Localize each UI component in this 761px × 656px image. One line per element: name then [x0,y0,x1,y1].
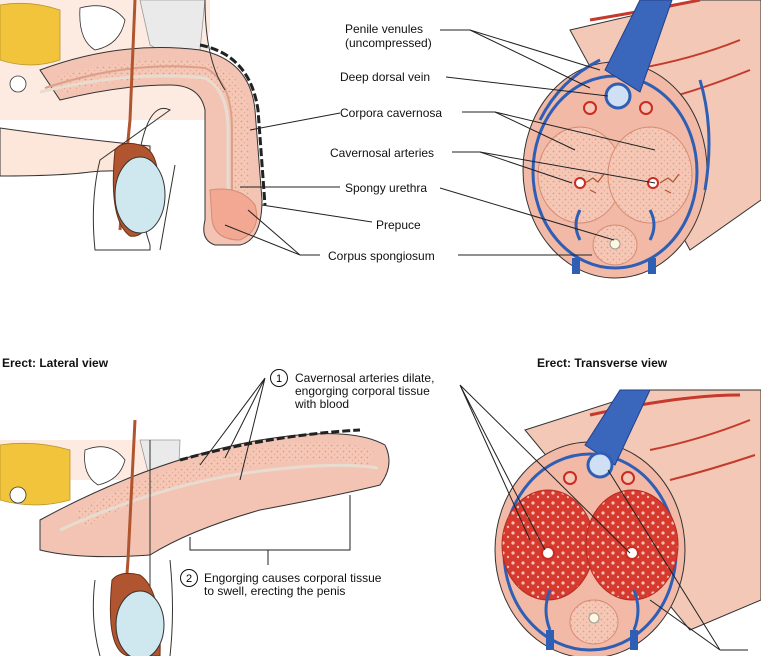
erect-lateral-view [0,377,390,656]
step-2-line1: Engorging causes corporal tissue [204,571,382,585]
erect-corpus-cavernosum-left [501,489,595,601]
flaccid-leader-lines [224,29,656,256]
heading-erect-lateral: Erect: Lateral view [2,356,109,370]
erect-transverse-view [459,384,761,656]
erect-testis [115,590,165,656]
label-prepuce: Prepuce [376,218,421,232]
deep-dorsal-vein [604,82,632,110]
step-1-line2: engorging corporal tissue [295,384,430,398]
step-2-text: Engorging causes corporal tissue to swel… [204,572,381,598]
flaccid-shaft [39,47,263,246]
step-2-line2: to swell, erecting the penis [204,584,346,598]
erect-deep-dorsal-vein [586,451,614,479]
label-penile-venules-line1: Penile venules [345,22,424,36]
testis [114,156,166,234]
pubic-fat [0,2,61,66]
swelling-bracket [189,495,351,551]
step-2-number: 2 [180,569,198,587]
label-penile-venules-line2: (uncompressed) [345,36,432,50]
step-1-line3: with blood [295,397,350,411]
label-corpora-cavernosa: Corpora cavernosa [340,106,443,120]
flaccid-transverse-view [522,0,761,279]
label-spongy-urethra: Spongy urethra [345,181,428,195]
label-penile-venules: Penile venules (uncompressed) [345,22,432,50]
label-deep-dorsal-vein: Deep dorsal vein [340,70,431,84]
heading-erect-transverse: Erect: Transverse view [537,356,668,370]
erect-corpus-cavernosum-right [585,489,679,601]
flaccid-lateral-view [0,0,267,251]
label-corpus-spongiosum: Corpus spongiosum [328,249,435,263]
step-1-line1: Cavernosal arteries dilate, [295,371,435,385]
label-cavernosal-arteries: Cavernosal arteries [330,146,435,160]
step-1-text: Cavernosal arteries dilate, engorging co… [295,372,434,411]
step-1-number: 1 [270,369,288,387]
